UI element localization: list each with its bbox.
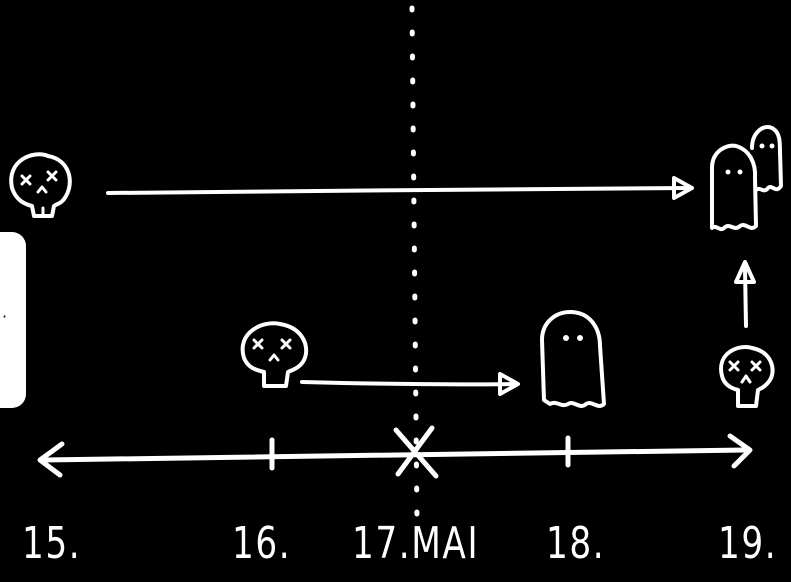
arrow-icon <box>302 374 518 394</box>
arrow-icon <box>108 178 692 198</box>
tick-label-16: 16. <box>232 522 291 566</box>
skull-icon <box>11 154 70 216</box>
arrow-icon <box>736 262 754 326</box>
ghost-icon <box>712 127 781 229</box>
ghost-icon <box>542 312 604 406</box>
skull-icon <box>243 323 307 386</box>
tick-label-17-mai: 17.MAI <box>352 522 479 566</box>
timeline-axis <box>40 428 750 476</box>
tick-label-19: 19. <box>718 522 777 566</box>
tick-label-18: 18. <box>546 522 605 566</box>
skull-icon <box>721 347 773 406</box>
tick-label-15: 15. <box>22 522 81 566</box>
today-dotted-line <box>412 8 417 522</box>
